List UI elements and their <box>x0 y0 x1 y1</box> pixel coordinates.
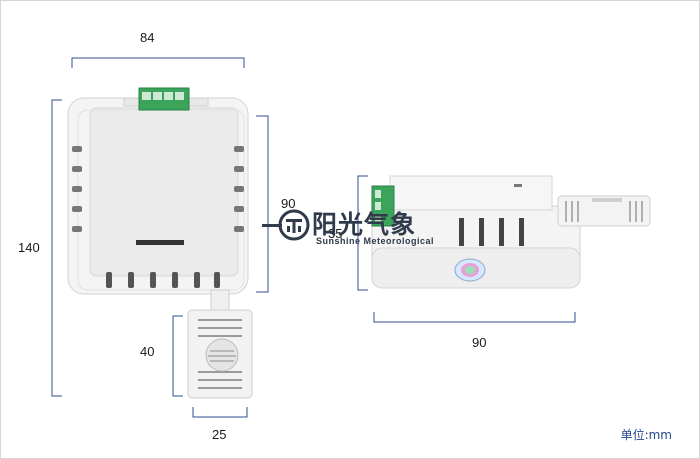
probe-mesh <box>205 338 239 372</box>
dimension-side-width: 90 <box>472 335 487 350</box>
side-cover <box>389 175 553 211</box>
front-view <box>67 87 253 399</box>
dimension-probe-width: 25 <box>212 427 227 442</box>
logo-chinese-text: 阳光气象 <box>312 210 417 239</box>
front-display-slot <box>136 240 184 245</box>
front-cover <box>89 107 239 277</box>
dimension-side-depth: 35 <box>328 226 343 241</box>
logo-english-text: Sunshine Meteorological <box>316 236 435 246</box>
dim-line-side-width <box>373 312 576 323</box>
dim-line-front-width <box>71 57 245 68</box>
side-view <box>371 175 651 289</box>
side-probe <box>557 195 651 227</box>
dim-line-body-height <box>256 115 269 293</box>
brand-logo: 阳光气象 Sunshine Meteorological <box>262 205 437 255</box>
dim-line-side-depth <box>357 175 368 291</box>
dimension-body-height: 90 <box>281 196 296 211</box>
dim-line-front-height <box>51 99 62 397</box>
dimension-front-width: 84 <box>140 30 155 45</box>
unit-label: 单位:mm <box>620 428 672 442</box>
dimension-front-height: 140 <box>18 240 40 255</box>
dim-line-probe-length <box>172 315 183 397</box>
dimension-probe-length: 40 <box>140 344 155 359</box>
logo-mark-icon <box>278 209 310 241</box>
dimension-lines <box>51 57 576 418</box>
dim-line-probe-width <box>192 407 248 418</box>
